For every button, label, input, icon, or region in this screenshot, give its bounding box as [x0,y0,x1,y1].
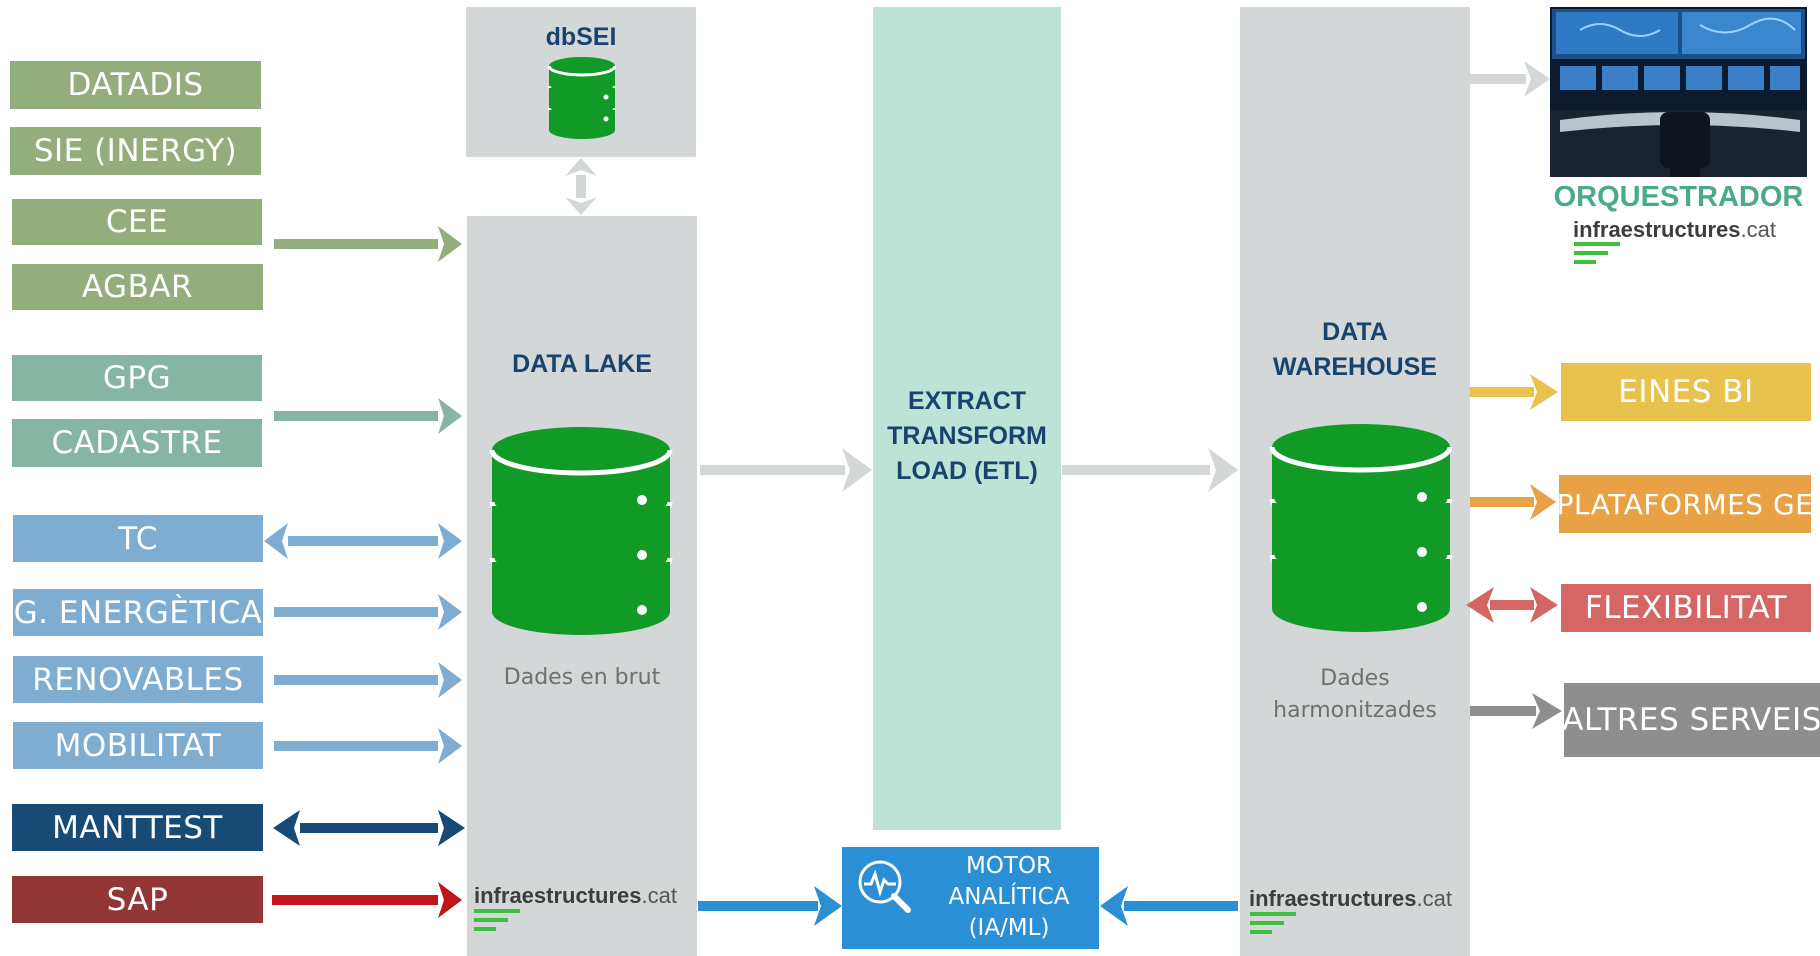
source-cadastre: CADASTRE [12,419,262,467]
warehouse-logo: infraestructures.cat [1249,886,1452,912]
warehouse-logo-suffix: .cat [1416,886,1452,911]
dbsei-title: dbSEI [545,23,617,51]
infraestructures-logo-icon [1250,912,1296,934]
motor-arrows [698,886,1238,926]
data-lake-logo-suffix: .cat [641,883,677,908]
orquestrador-title: ORQUESTRADOR [1553,181,1804,213]
etl-title: EXTRACT TRANSFORM LOAD (ETL) [873,384,1061,489]
source-g-energetica: G. ENERGÈTICA [13,589,263,636]
warehouse-line-1: DATA [1322,318,1388,346]
source-cee: CEE [12,199,262,245]
infraestructures-logo-icon [474,909,520,931]
output-flexibilitat: FLEXIBILITAT [1561,584,1811,632]
orquestrador-logo: infraestructures.cat [1573,217,1776,243]
motor-line-2: ANALÍTICA [948,884,1070,910]
output-altres-serveis: ALTRES SERVEIS [1564,683,1820,757]
source-datadis: DATADIS [10,61,261,109]
database-icon [547,57,617,139]
warehouse-logo-name: infraestructures [1249,886,1417,911]
source-arrows [264,226,465,918]
data-lake-title: DATA LAKE [512,350,652,378]
source-sie-inergy: SIE (INERGY) [10,127,261,175]
warehouse-title: DATA WAREHOUSE [1240,315,1470,385]
motor-line-1: MOTOR [965,853,1053,879]
data-lake-logo-name: infraestructures [474,883,642,908]
source-tc: TC [13,515,263,562]
warehouse-database-icon [1269,424,1453,632]
output-eines-bi: EINES BI [1561,363,1811,421]
data-lake-caption: Dades en brut [503,665,661,690]
orquestrador-logo-suffix: .cat [1740,217,1776,242]
output-arrows [1466,374,1562,729]
warehouse-line-2: WAREHOUSE [1273,353,1437,381]
etl-line-3: LOAD (ETL) [896,457,1038,485]
etl-panel [873,7,1061,830]
orquestrador-logo-name: infraestructures [1573,217,1741,242]
warehouse-caption: Dades harmonitzades [1240,663,1470,727]
data-lake-logo: infraestructures.cat [474,883,677,909]
etl-line-1: EXTRACT [907,387,1027,415]
source-agbar: AGBAR [12,264,263,310]
analytics-search-icon [858,860,911,913]
control-room-image [1550,7,1807,177]
motor-analitica-label: MOTOR ANALÍTICA (IA/ML) [925,851,1093,944]
data-lake-database-icon [489,427,673,635]
etl-line-2: TRANSFORM [887,422,1047,450]
motor-line-3: (IA/ML) [968,915,1050,941]
source-manttest: MANTTEST [12,804,263,851]
flow-arrows [565,61,1550,492]
warehouse-caption-2: harmonitzades [1273,698,1437,723]
warehouse-caption-1: Dades [1320,666,1390,691]
source-sap: SAP [12,876,263,923]
source-renovables: RENOVABLES [13,656,263,703]
source-mobilitat: MOBILITAT [13,722,263,769]
source-gpg: GPG [12,355,262,401]
output-plataformes-ge: PLATAFORMES GE [1559,475,1811,533]
infraestructures-logo-icon [1574,242,1620,264]
